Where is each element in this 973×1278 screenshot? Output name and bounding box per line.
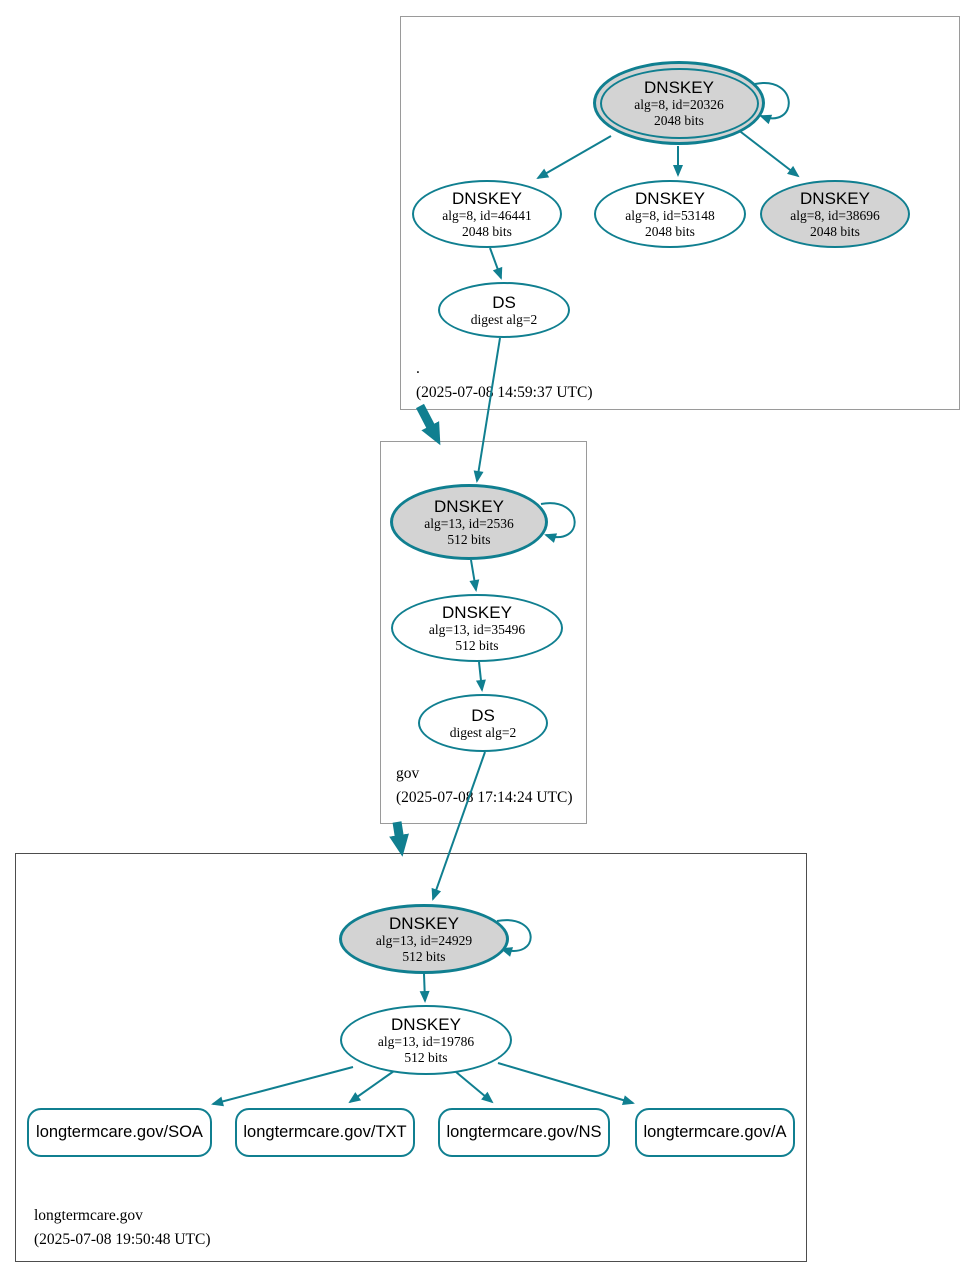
node-detail: alg=13, id=35496 bbox=[428, 621, 526, 637]
node-detail: alg=8, id=53148 bbox=[625, 207, 715, 223]
rrset-longtermcare-gov-a[interactable]: longtermcare.gov/A bbox=[635, 1108, 795, 1157]
dnskey-node-46441[interactable]: DNSKEY alg=8, id=46441 2048 bits bbox=[412, 180, 562, 248]
node-detail: 512 bits bbox=[404, 1049, 448, 1065]
zone-timestamp: (2025-07-08 14:59:37 UTC) bbox=[416, 384, 593, 401]
rrset-label: longtermcare.gov/SOA bbox=[36, 1123, 203, 1141]
node-detail: alg=13, id=24929 bbox=[375, 932, 473, 948]
ds-node-root[interactable]: DS digest alg=2 bbox=[438, 282, 570, 338]
zone-name: longtermcare.gov bbox=[34, 1207, 143, 1224]
node-detail: 512 bits bbox=[402, 948, 446, 964]
node-title: DNSKEY bbox=[442, 602, 512, 622]
node-detail: alg=8, id=38696 bbox=[790, 207, 880, 223]
node-detail: alg=8, id=46441 bbox=[442, 207, 532, 223]
rrset-label: longtermcare.gov/TXT bbox=[243, 1123, 407, 1141]
dnskey-node-38696[interactable]: DNSKEY alg=8, id=38696 2048 bits bbox=[760, 180, 910, 248]
node-detail: alg=13, id=2536 bbox=[424, 515, 514, 531]
node-title: DS bbox=[492, 292, 516, 312]
node-detail: 512 bits bbox=[447, 531, 491, 547]
node-title: DNSKEY bbox=[644, 77, 714, 97]
node-title: DNSKEY bbox=[391, 1014, 461, 1034]
node-detail: 2048 bits bbox=[654, 112, 704, 128]
node-detail: 2048 bits bbox=[810, 223, 860, 239]
node-title: DS bbox=[471, 705, 495, 725]
ds-node-gov[interactable]: DS digest alg=2 bbox=[418, 694, 548, 752]
dnskey-node-19786[interactable]: DNSKEY alg=13, id=19786 512 bits bbox=[340, 1005, 512, 1075]
dnskey-node-24929[interactable]: DNSKEY alg=13, id=24929 512 bits bbox=[339, 904, 509, 974]
zone-box-longtermcare-gov: longtermcare.gov (2025-07-08 19:50:48 UT… bbox=[15, 853, 807, 1262]
rrset-label: longtermcare.gov/A bbox=[643, 1123, 787, 1141]
dnskey-node-20326[interactable]: DNSKEY alg=8, id=20326 2048 bits bbox=[593, 61, 765, 145]
node-title: DNSKEY bbox=[434, 496, 504, 516]
node-detail: digest alg=2 bbox=[449, 724, 517, 740]
zone-label-root: . (2025-07-08 14:59:37 UTC) bbox=[416, 357, 593, 405]
dnskey-node-2536[interactable]: DNSKEY alg=13, id=2536 512 bits bbox=[390, 484, 548, 560]
node-detail: alg=13, id=19786 bbox=[377, 1033, 475, 1049]
node-title: DNSKEY bbox=[389, 913, 459, 933]
node-title: DNSKEY bbox=[635, 188, 705, 208]
rrset-longtermcare-gov-soa[interactable]: longtermcare.gov/SOA bbox=[27, 1108, 212, 1157]
zone-box-root: . (2025-07-08 14:59:37 UTC) bbox=[400, 16, 960, 410]
node-detail: 2048 bits bbox=[462, 223, 512, 239]
zone-name: . bbox=[416, 360, 420, 377]
rrset-longtermcare-gov-txt[interactable]: longtermcare.gov/TXT bbox=[235, 1108, 415, 1157]
rrset-label: longtermcare.gov/NS bbox=[446, 1123, 602, 1141]
node-title: DNSKEY bbox=[800, 188, 870, 208]
rrset-longtermcare-gov-ns[interactable]: longtermcare.gov/NS bbox=[438, 1108, 610, 1157]
zone-label-longtermcare-gov: longtermcare.gov (2025-07-08 19:50:48 UT… bbox=[34, 1204, 211, 1252]
zone-timestamp: (2025-07-08 19:50:48 UTC) bbox=[34, 1231, 211, 1248]
zone-name: gov bbox=[396, 765, 420, 782]
node-detail: digest alg=2 bbox=[470, 311, 538, 327]
node-detail: 512 bits bbox=[455, 637, 499, 653]
dnskey-node-53148[interactable]: DNSKEY alg=8, id=53148 2048 bits bbox=[594, 180, 746, 248]
node-detail: alg=8, id=20326 bbox=[634, 96, 724, 112]
node-detail: 2048 bits bbox=[645, 223, 695, 239]
dnskey-node-35496[interactable]: DNSKEY alg=13, id=35496 512 bits bbox=[391, 594, 563, 662]
node-title: DNSKEY bbox=[452, 188, 522, 208]
